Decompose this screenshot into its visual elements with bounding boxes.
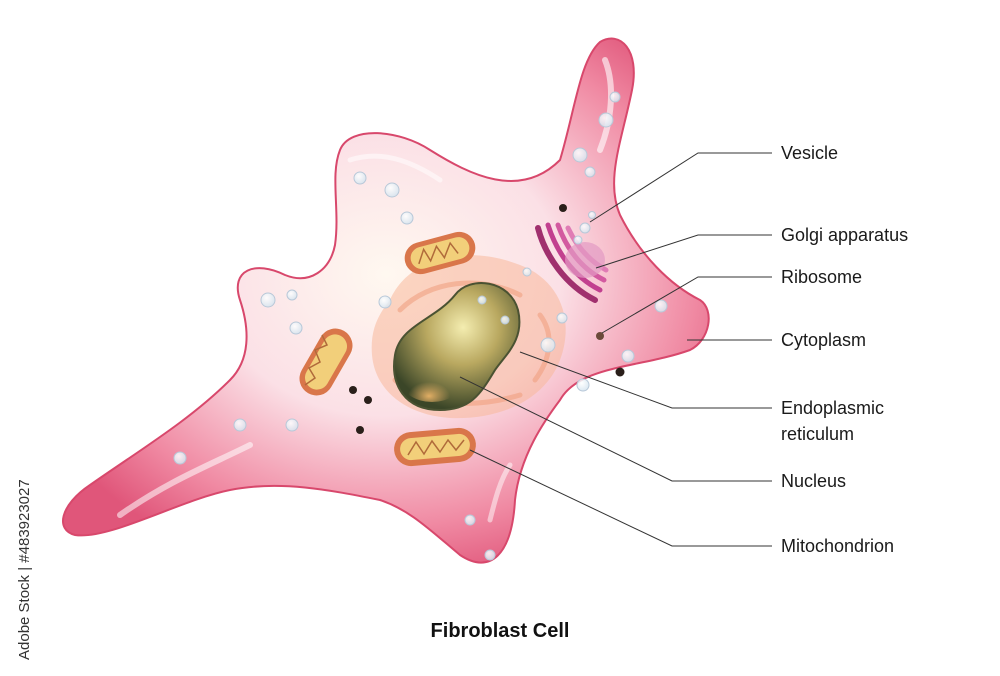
mitochondrion	[404, 231, 476, 275]
label-vesicle: Vesicle	[781, 143, 839, 163]
golgi-leader	[595, 234, 772, 269]
vesicles	[173, 91, 668, 561]
label-golgi-apparatus: Golgi apparatus	[781, 225, 909, 245]
label-cytoplasm: Cytoplasm	[781, 330, 867, 350]
nucleus-glow	[402, 362, 462, 402]
ribosomes	[349, 204, 625, 434]
er-leader	[519, 351, 772, 409]
golgi-apparatus	[535, 222, 609, 303]
label-nucleus: Nucleus	[781, 471, 847, 491]
label-ribosome: Ribosome	[781, 267, 863, 287]
membrane-highlight	[347, 153, 443, 183]
nucleus-leader	[459, 376, 772, 482]
label-endoplasmic-line2: reticulum	[781, 424, 855, 444]
mitochondrion-leader	[469, 449, 772, 547]
vesicle-leader	[589, 152, 772, 223]
label-endoplasmic-line1: Endoplasmic	[781, 398, 885, 418]
ribosome-leader	[601, 276, 772, 334]
mitochondrion	[299, 328, 353, 396]
membrane-highlight	[487, 462, 513, 523]
label-leader-lines	[459, 152, 772, 547]
membrane-highlight	[597, 57, 615, 153]
mitochondrion	[394, 427, 476, 467]
diagram-title: Fibroblast Cell	[430, 620, 570, 642]
stock-watermark-id: Adobe Stock | #483923027	[16, 479, 33, 660]
label-mitochondrion: Mitochondrion	[781, 536, 895, 556]
membrane-highlight	[117, 442, 253, 518]
